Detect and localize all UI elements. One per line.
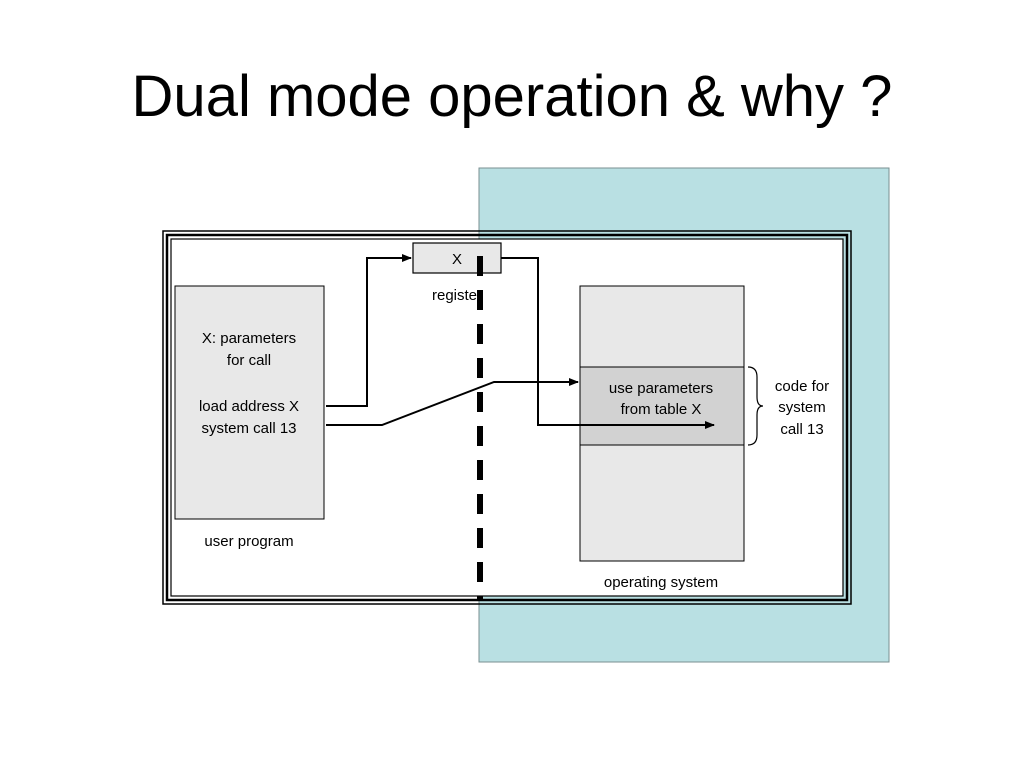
user-program-text-4: system call 13 xyxy=(201,420,296,437)
system-call-handler-box xyxy=(579,366,745,446)
outer-frame xyxy=(162,230,852,605)
syscall-code-text-2: system xyxy=(778,399,826,416)
register-value: X xyxy=(452,251,462,268)
system-call-arrow xyxy=(326,378,579,426)
user-program-text-3: load address X xyxy=(199,398,299,415)
user-program-box xyxy=(174,285,325,520)
syscall-code-text-1: code for xyxy=(775,378,829,395)
user-program-text-2: for call xyxy=(227,352,271,369)
user-program-text-1: X: parameters xyxy=(202,330,296,347)
register-box xyxy=(412,242,502,274)
register-label: register xyxy=(432,287,482,304)
syscall-code-text-3: call 13 xyxy=(780,421,823,438)
outer-frame-middle xyxy=(165,233,849,602)
load-address-arrow xyxy=(326,254,412,407)
os-handler-text-2: from table X xyxy=(621,401,702,418)
slide-title: Dual mode operation & why ? xyxy=(131,64,893,129)
register-to-handler-arrow xyxy=(501,257,715,429)
syscall-brace xyxy=(747,366,764,446)
os-handler-text-1: use parameters xyxy=(609,380,713,397)
user-program-label: user program xyxy=(204,533,293,550)
operating-system-label: operating system xyxy=(604,574,718,591)
